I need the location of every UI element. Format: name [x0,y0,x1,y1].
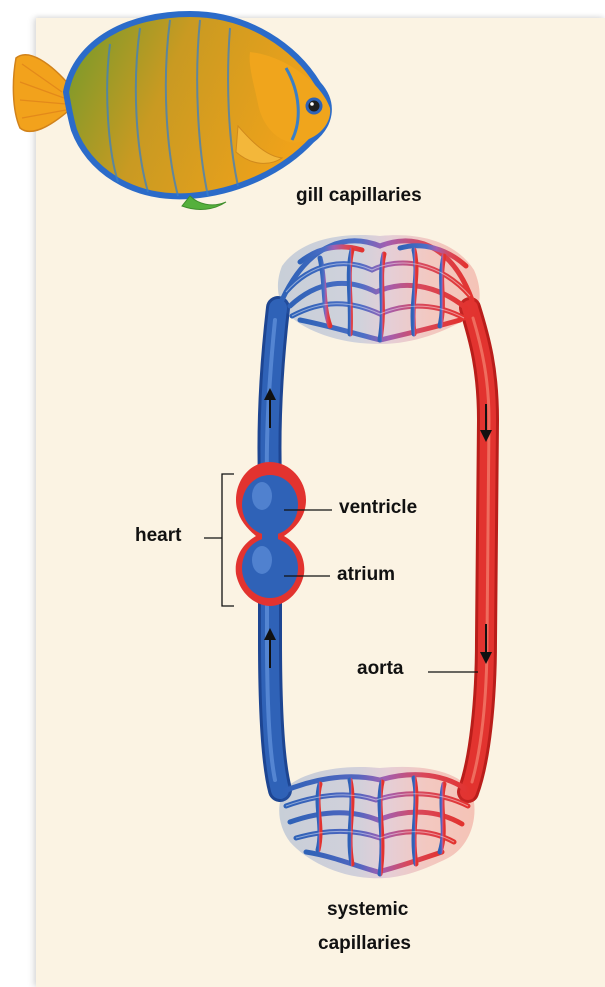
heart-bracket [222,474,234,606]
heart-illustration [236,462,306,606]
fish-eye [307,99,321,113]
gill-capillary-bed [278,235,480,344]
ventricle-label: ventricle [339,498,417,517]
aorta-label: aorta [357,659,403,678]
gill-capillaries-label: gill capillaries [296,186,422,205]
heart-label: heart [135,526,181,545]
circulatory-loop [204,235,492,878]
systemic-capillary-bed [279,767,474,878]
systemic-label: systemic [327,900,408,919]
atrium-label: atrium [337,565,395,584]
capillaries-label: capillaries [318,934,411,953]
flow-arrows [264,388,492,668]
fish-illustration [13,14,330,209]
